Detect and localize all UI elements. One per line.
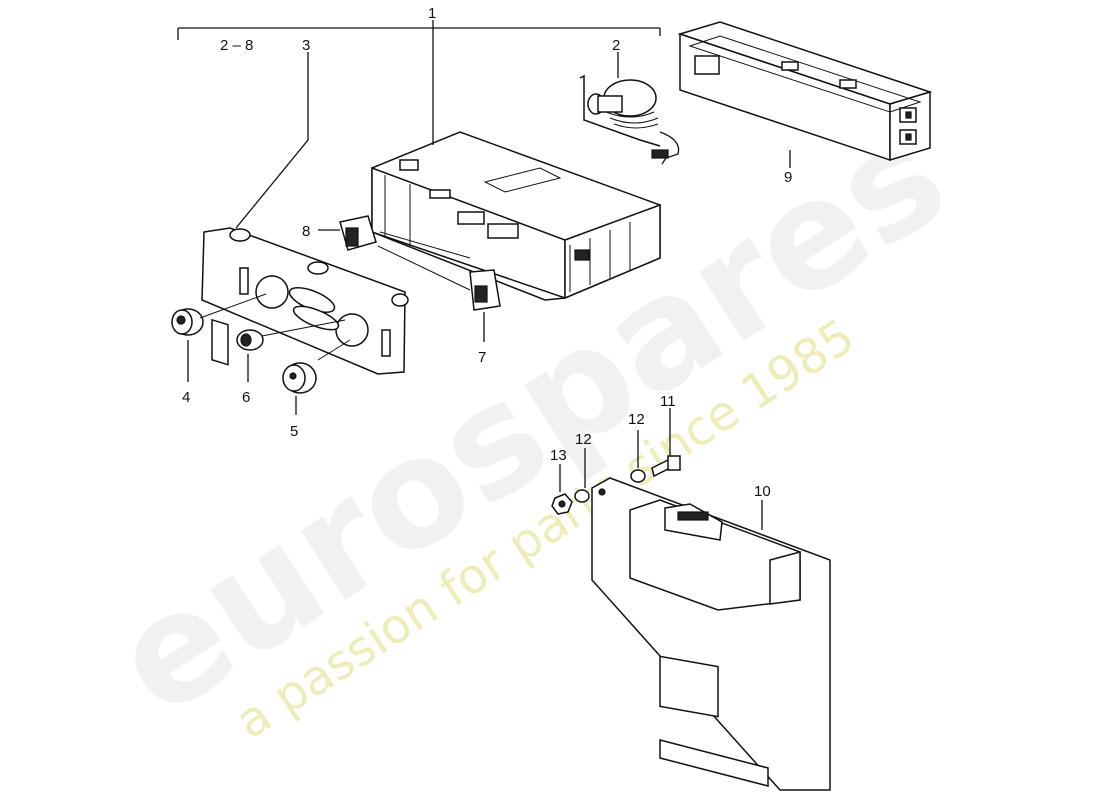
callout-11: 11 — [660, 393, 676, 410]
guide-lines — [199, 52, 791, 361]
callout-5: 5 — [290, 423, 298, 440]
callout-12-lower: 12 — [575, 431, 592, 448]
callout-7: 7 — [478, 349, 486, 366]
callout-6: 6 — [242, 389, 250, 406]
potentiometer — [579, 74, 680, 165]
fasteners — [551, 408, 681, 515]
switch-8 — [318, 215, 377, 251]
callout-labels: 1 2 – 8 3 2 9 8 7 4 6 5 12 11 13 12 10 — [182, 5, 792, 500]
front-panel — [201, 227, 409, 375]
knob-5 — [282, 362, 317, 415]
control-unit — [371, 131, 661, 301]
callout-8: 8 — [302, 223, 310, 240]
callout-2: 2 — [612, 37, 620, 54]
housing-bracket — [677, 21, 933, 162]
callout-4: 4 — [182, 389, 190, 406]
callout-1: 1 — [428, 5, 436, 22]
callout-10: 10 — [754, 483, 771, 500]
callout-3: 3 — [302, 37, 310, 54]
knob-6 — [236, 329, 264, 382]
callout-9: 9 — [784, 169, 792, 186]
switch-7 — [469, 269, 501, 342]
group-bracket — [177, 20, 661, 140]
callout-2-8: 2 – 8 — [220, 37, 253, 54]
callout-13: 13 — [550, 447, 567, 464]
callout-12-upper: 12 — [628, 411, 645, 428]
electronic-module — [591, 477, 831, 791]
knob-4 — [171, 308, 204, 382]
